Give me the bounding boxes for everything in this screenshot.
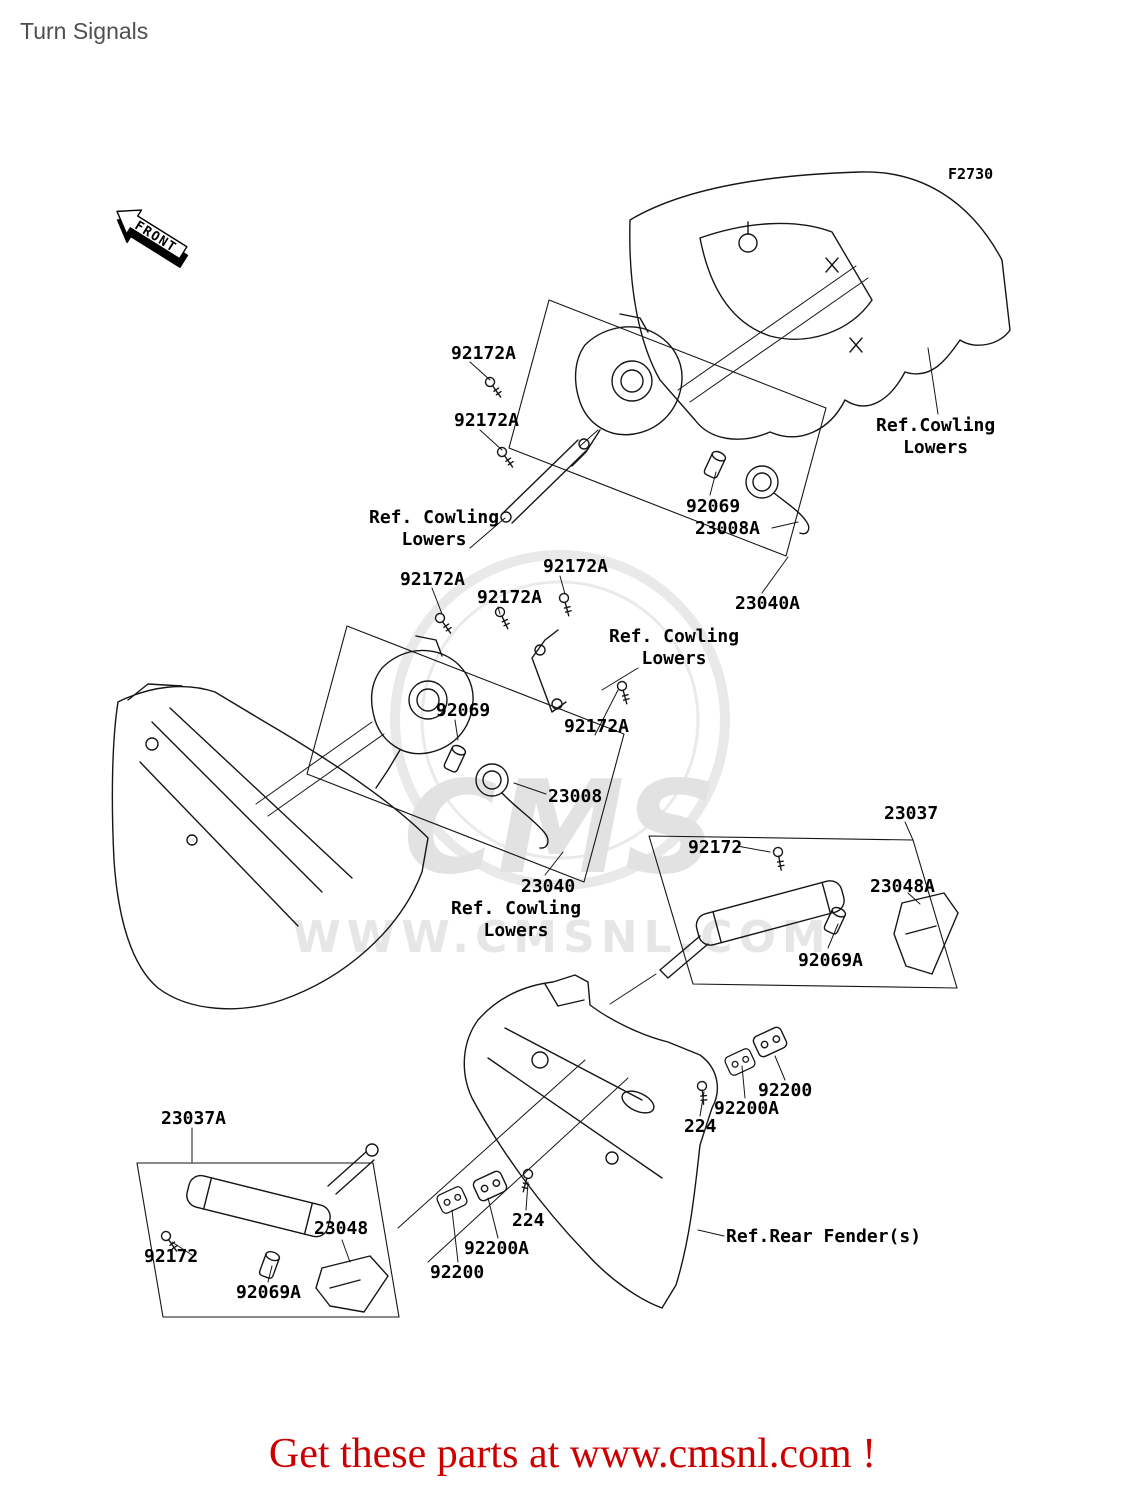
ref-label: Ref.Rear Fender(s) (726, 1226, 922, 1247)
part-number-label: 23048A (870, 876, 936, 897)
part-number-label: 92172A (400, 569, 466, 590)
bulb-socket-middle (442, 742, 549, 849)
part-number-label: 92172A (543, 556, 609, 577)
front-signal-middle (370, 629, 567, 789)
part-number-label: 92069A (798, 950, 864, 971)
socket-23008a (745, 465, 779, 499)
part-number-label: 92172A (451, 343, 517, 364)
watermark-url-text: WWW.CMSNL.COM (292, 912, 832, 963)
part-number-label: 224 (684, 1116, 717, 1137)
page-title: Turn Signals (20, 18, 149, 44)
part-number-label: 92069A (236, 1282, 302, 1303)
part-number-label: 92172 (144, 1246, 199, 1267)
part-number-label: 23040A (735, 593, 801, 614)
ref-label: Ref. Cowling Lowers (609, 626, 740, 669)
rear-signal-left (158, 1143, 389, 1313)
plate-92200-icon (751, 1024, 789, 1060)
cowling-upper-right (629, 171, 1011, 440)
stay-bracket-middle (531, 629, 567, 713)
lens-23048 (315, 1255, 389, 1313)
socket-23008 (475, 763, 509, 797)
part-number-label: 224 (512, 1210, 545, 1231)
plate-92200a-icon (471, 1168, 509, 1204)
part-number-label: 92172A (454, 410, 520, 431)
part-number-label: 92172 (688, 837, 743, 858)
part-number-label: 23008 (548, 786, 603, 807)
figure-code: F2730 (948, 165, 994, 183)
part-number-label: 92200 (758, 1080, 813, 1101)
part-number-label: 92069 (686, 496, 741, 517)
part-number-label: 92172A (564, 716, 630, 737)
ref-label: Ref. Cowling Lowers (369, 507, 500, 550)
ref-label: Ref.Cowling Lowers (876, 415, 996, 458)
watermark-logo-text: CMS (403, 754, 717, 903)
part-number-label: 23040 (521, 876, 576, 897)
part-number-label: 23037 (884, 803, 939, 824)
plate-92200a-icon (722, 1046, 758, 1078)
front-signal-upper (500, 313, 683, 524)
rear-signal-right (659, 845, 959, 979)
bulb-socket-upper (702, 448, 810, 535)
screw-92172-icon (766, 845, 792, 871)
stay-bracket-upper (501, 439, 589, 524)
leader-lines (171, 265, 939, 1283)
part-number-label: 92200 (430, 1262, 485, 1283)
part-number-label: 92069 (436, 700, 491, 721)
cowling-left (111, 683, 429, 1010)
footer-link[interactable]: Get these parts at www.cmsnl.com ! (268, 1431, 877, 1477)
part-number-label: 92172A (477, 587, 543, 608)
rear-fender (463, 974, 719, 1309)
part-number-label: 92200A (714, 1098, 780, 1119)
part-number-label: 23048 (314, 1218, 369, 1239)
lens-23048a (893, 892, 959, 975)
part-number-label: 92200A (464, 1238, 530, 1259)
watermark: CMS WWW.CMSNL.COM (292, 550, 832, 963)
group-box-23037 (648, 835, 958, 989)
part-number-label: 23008A (695, 518, 761, 539)
part-number-label: 23037A (161, 1108, 227, 1129)
group-box-middle-signal (306, 625, 625, 883)
front-arrow: FRONT (116, 209, 189, 268)
group-box-23037a (136, 1162, 400, 1318)
ref-label: Ref. Cowling Lowers (451, 898, 582, 941)
